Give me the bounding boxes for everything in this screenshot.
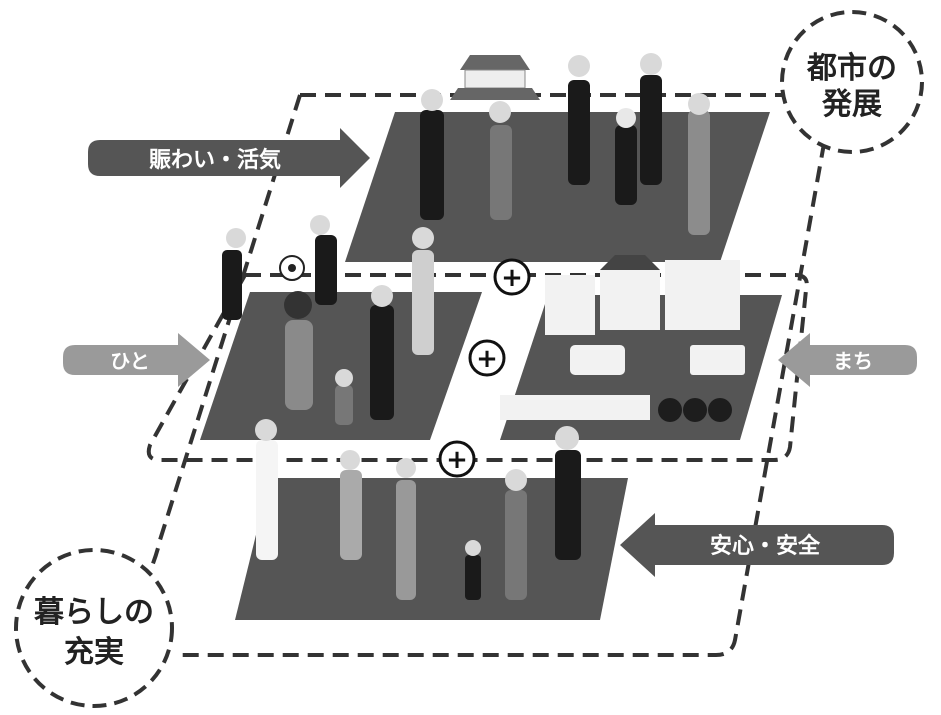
plus-sign-bottom: +	[438, 440, 476, 478]
vitality-label: 賑わい・活気	[149, 147, 281, 173]
life-enrichment-line2: 充実	[64, 635, 124, 670]
safety-arrow: 安心・安全	[620, 513, 894, 577]
citizen-figures-safety	[255, 419, 581, 600]
svg-text:+: +	[446, 445, 468, 475]
urban-development-line1: 都市の	[806, 51, 897, 86]
safety-panel	[235, 478, 628, 620]
urban-development-badge: 都市の 発展	[780, 10, 924, 154]
citizen-figures-people	[222, 215, 434, 425]
people-town-loop	[146, 273, 809, 462]
castle-icon	[450, 55, 540, 100]
plus-sign-top: +	[493, 258, 531, 296]
svg-text:+: +	[476, 344, 498, 374]
people-arrow: ひと	[63, 333, 210, 387]
people-label: ひと	[110, 349, 149, 373]
town-label: まち	[833, 349, 873, 373]
town-arrow: まち	[778, 333, 917, 387]
city-vitality-panel	[345, 112, 770, 262]
soccer-ball-icon	[279, 255, 305, 281]
people-panel	[200, 292, 482, 440]
safety-label: 安心・安全	[710, 533, 821, 559]
citizen-figures-top	[420, 53, 710, 235]
svg-text:+: +	[501, 263, 523, 293]
vitality-arrow: 賑わい・活気	[88, 128, 370, 188]
town-buildings	[500, 255, 745, 422]
life-enrichment-line1: 暮らしの	[34, 595, 154, 630]
life-enrichment-badge: 暮らしの 充実	[14, 548, 174, 708]
urban-development-line2: 発展	[821, 87, 882, 122]
plus-sign-middle: +	[468, 339, 506, 377]
